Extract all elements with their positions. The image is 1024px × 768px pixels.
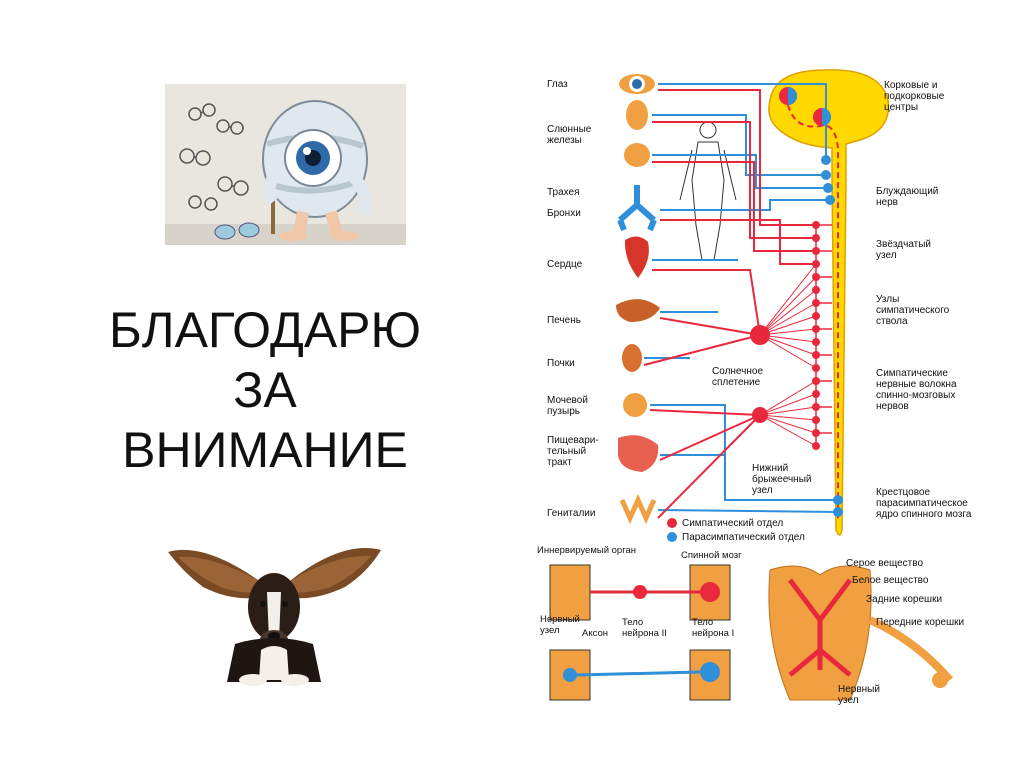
label-cross-section-ganglion: Нервный узел <box>838 684 880 706</box>
label-solar-plexus: Солнечное сплетение <box>712 366 764 388</box>
label-liver: Печень <box>547 315 581 326</box>
autonomic-nervous-system-diagram <box>549 69 954 701</box>
legend-parasympathetic-label: Парасимпатический отдел <box>682 532 805 543</box>
legend-sympathetic-label: Симпатический отдел <box>682 518 784 529</box>
reflex-neuron-diagram <box>549 564 731 701</box>
label-white-matter: Белое вещество <box>852 575 929 586</box>
label-cortical-centers: Корковые и подкорковые центры <box>884 80 945 113</box>
label-neuron-2: Тело нейрона II <box>622 617 667 639</box>
label-sacral-nucleus: Крестцовое парасимпатическое ядро спинно… <box>876 487 972 520</box>
thank-you-title: БЛАГОДАРЮ ЗА ВНИМАНИЕ <box>95 300 435 480</box>
basset-hound-photo <box>163 532 384 690</box>
bandaged-eye-cartoon <box>165 84 406 245</box>
label-ventral-roots: Передние корешки <box>876 617 965 628</box>
label-stellate-ganglion: Звёздчатый узел <box>876 239 932 261</box>
legend-sympathetic-dot <box>667 518 677 528</box>
label-innervated-organ: Иннервируемый орган <box>537 545 637 556</box>
label-salivary: Слюнные железы <box>547 124 592 146</box>
label-neuron-1: Тело нейрона I <box>692 617 735 639</box>
title-line-3: ВНИМАНИЕ <box>122 422 408 478</box>
organ-icons <box>616 74 660 525</box>
label-axon: Аксон <box>582 628 608 639</box>
label-trachea: Трахея <box>547 187 580 198</box>
label-nerve-ganglion: Нервный узел <box>540 614 580 636</box>
label-eye: Глаз <box>547 79 568 90</box>
human-silhouette <box>679 121 737 261</box>
title-line-1: БЛАГОДАРЮ <box>108 302 422 358</box>
label-genitals: Гениталии <box>547 508 596 519</box>
label-mesenteric-ganglion: Нижний брыжеечный узел <box>752 463 812 496</box>
label-dorsal-roots: Задние корешки <box>866 594 943 605</box>
label-spinal-cord: Спинной мозг <box>681 550 742 561</box>
title-line-2: ЗА <box>233 362 297 418</box>
spinal-cord-cross-section <box>768 565 954 701</box>
label-vagus-nerve: Блуждающий нерв <box>876 186 939 208</box>
label-bronchi: Бронхи <box>547 208 581 219</box>
label-kidneys: Почки <box>547 358 575 369</box>
label-heart: Сердце <box>547 259 583 270</box>
label-sympathetic-fibers: Симпатические нервные волокна спинно-моз… <box>876 368 957 412</box>
label-sympathetic-nodes: Узлы симпатического ствола <box>876 294 950 327</box>
brain-and-spinal-cord <box>768 69 890 536</box>
legend-parasympathetic-dot <box>667 532 677 542</box>
label-gray-matter: Серое вещество <box>846 558 924 569</box>
label-gut: Пищевари- тельный тракт <box>547 435 599 468</box>
label-bladder: Мочевой пузырь <box>547 395 588 417</box>
